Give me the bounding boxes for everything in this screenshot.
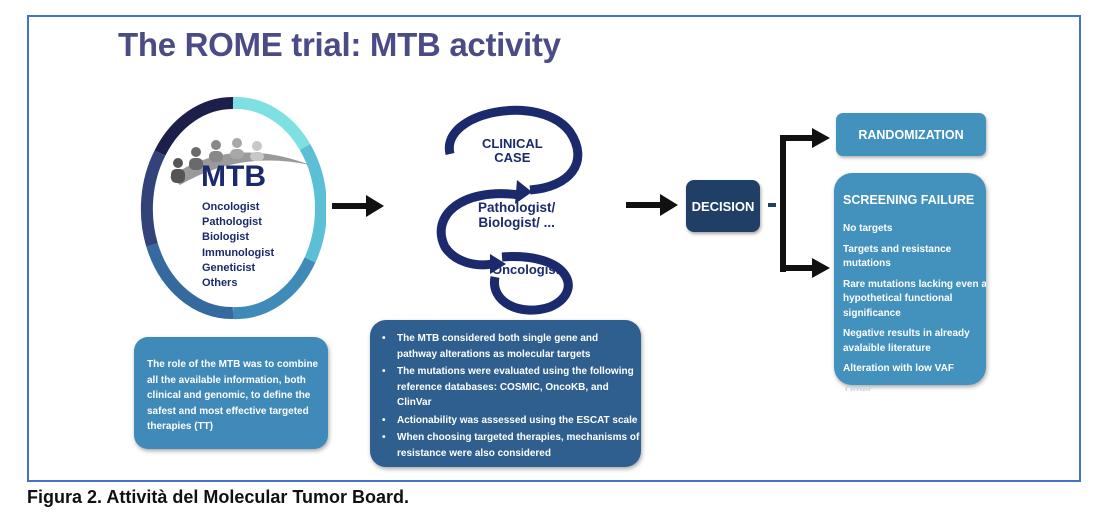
reason-item: Targets and resistance mutations	[843, 243, 952, 270]
mtb-role-description-box: The role of the MTB was to combine all t…	[134, 337, 328, 449]
process-notes-box: The MTB considered both single gene and …	[370, 320, 641, 467]
reason-item: Negative results in already avalaible li…	[843, 328, 970, 354]
randomization-box: RANDOMIZATION	[836, 113, 986, 156]
screening-failure-title: SCREENING FAILURE	[843, 193, 975, 207]
ring-segment-steel	[146, 243, 234, 320]
slide-title: The ROME trial: MTB activity	[118, 26, 561, 63]
role-item: Biologist	[202, 231, 250, 244]
screening-failure-box: SCREENING FAILURE No targets Targets and…	[834, 173, 986, 385]
mtb-role-description: The role of the MTB was to combine all t…	[147, 359, 319, 432]
process-note-item: Actionability was assessed using the ESC…	[382, 413, 640, 429]
cycle-arc-middle	[436, 189, 521, 270]
screening-failure-reasons: No targets Targets and resistance mutati…	[843, 222, 986, 383]
role-item: Others	[202, 277, 238, 290]
screening-failure-overflow: Other	[845, 385, 872, 391]
mtb-ring	[140, 96, 326, 320]
process-note-item: The MTB considered both single gene and …	[382, 331, 640, 362]
cycle-step-pathologist: Pathologist/ Biologist/ ...	[478, 200, 556, 230]
case-cycle-diagram	[436, 105, 583, 315]
reason-item: No targets	[843, 223, 893, 234]
decision-box: DECISION	[686, 180, 760, 232]
ring-segment-blue	[232, 257, 316, 320]
cycle-arrowhead	[490, 254, 506, 274]
reason-item: Alteration with low VAF	[843, 363, 954, 374]
ring-segment-indigo	[140, 150, 166, 247]
branch-arrows-icon	[768, 128, 830, 278]
cycle-step-clinical-case: CLINICAL CASE	[482, 136, 543, 165]
ring-segment-navy	[154, 96, 234, 156]
cycle-step-oncologist: Oncologist	[492, 262, 560, 277]
role-item: Geneticist	[202, 261, 256, 274]
cycle-arrowhead	[515, 180, 532, 204]
mtb-label: MTB	[201, 160, 266, 193]
role-item: Oncologist	[202, 201, 260, 213]
process-note-item: The mutations were evaluated using the f…	[382, 364, 640, 411]
process-notes-list: The MTB considered both single gene and …	[382, 331, 640, 463]
role-item: Pathologist	[202, 216, 262, 229]
ring-segment-teal	[232, 96, 311, 151]
arrow-right-icon	[332, 195, 384, 217]
role-item: Immunologist	[202, 246, 275, 259]
arrow-right-icon	[626, 194, 678, 216]
figure-caption: Figura 2. Attività del Molecular Tumor B…	[27, 487, 410, 507]
process-note-item: When choosing targeted therapies, mechan…	[382, 430, 640, 461]
reason-item: Rare mutations lacking even a hypothetic…	[843, 278, 986, 319]
cycle-arc-top	[444, 105, 583, 195]
mtb-roles-list: Oncologist Pathologist Biologist Immunol…	[202, 200, 274, 291]
ring-segment-cyan	[299, 143, 326, 263]
team-people-icon	[170, 138, 310, 185]
cycle-arc-bottom	[490, 252, 573, 315]
